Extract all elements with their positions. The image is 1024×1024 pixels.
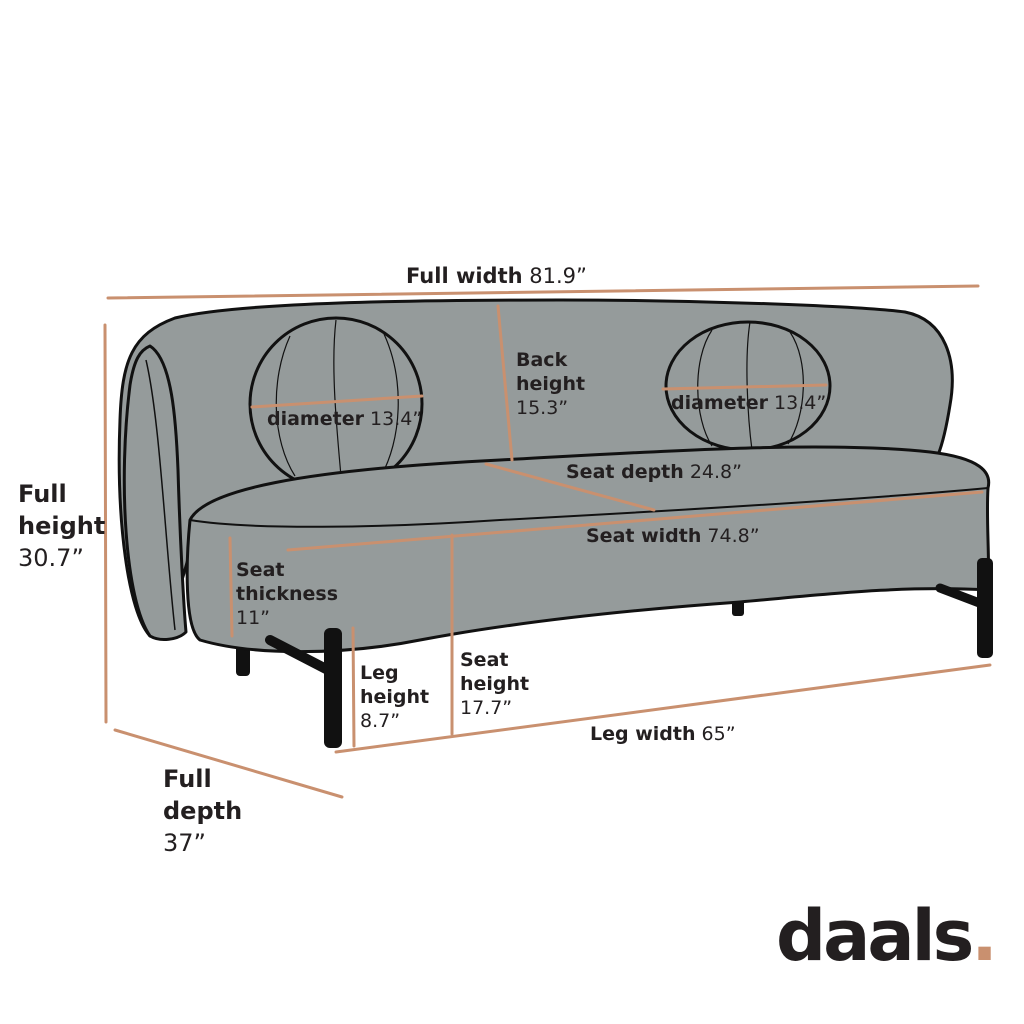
leg-height-label: Leg height 8.7”	[360, 662, 430, 732]
seat-width-label: Seat width 74.8”	[586, 525, 760, 547]
leg-height-line	[351, 626, 356, 748]
back-height-label: Back height 15.3”	[516, 349, 586, 419]
seat-thickness-label: Seat thickness 11”	[236, 559, 339, 629]
pillow-right-diameter-label: diameter 13.4”	[671, 392, 827, 414]
seat-height-label: Seat height 17.7”	[460, 649, 530, 719]
sofa-armrest	[122, 344, 188, 641]
back-height-line	[496, 304, 514, 462]
seat-top-edge	[189, 487, 989, 528]
full-height-line	[103, 323, 108, 724]
seat-width-line	[286, 490, 984, 552]
brand-wordmark: daals	[776, 895, 974, 977]
front-right-leg	[935, 558, 993, 658]
front-left-leg	[265, 628, 342, 748]
armrest-seam	[145, 359, 176, 631]
seat-thickness-line	[228, 536, 234, 638]
seat-depth-label: Seat depth 24.8”	[566, 461, 742, 483]
full-width-label: Full width 81.9”	[406, 264, 587, 288]
pillow-left	[248, 316, 424, 492]
pillow-left-diameter-label: diameter 13.4”	[267, 408, 423, 430]
full-depth-label: Full depth 37”	[163, 765, 243, 857]
pillow-left-diameter-line	[250, 394, 424, 409]
full-depth-line	[113, 728, 344, 799]
full-width-line	[106, 284, 980, 300]
full-height-label: Full height 30.7”	[18, 480, 106, 572]
seat-depth-line	[484, 462, 656, 512]
dimension-lines	[103, 284, 992, 799]
leg-width-label: Leg width 65”	[590, 723, 736, 745]
leg-width-line	[334, 663, 992, 754]
brand-dot: .	[971, 895, 998, 977]
pillow-right-diameter-line	[661, 383, 828, 391]
brand-logo: daals.	[776, 895, 998, 977]
